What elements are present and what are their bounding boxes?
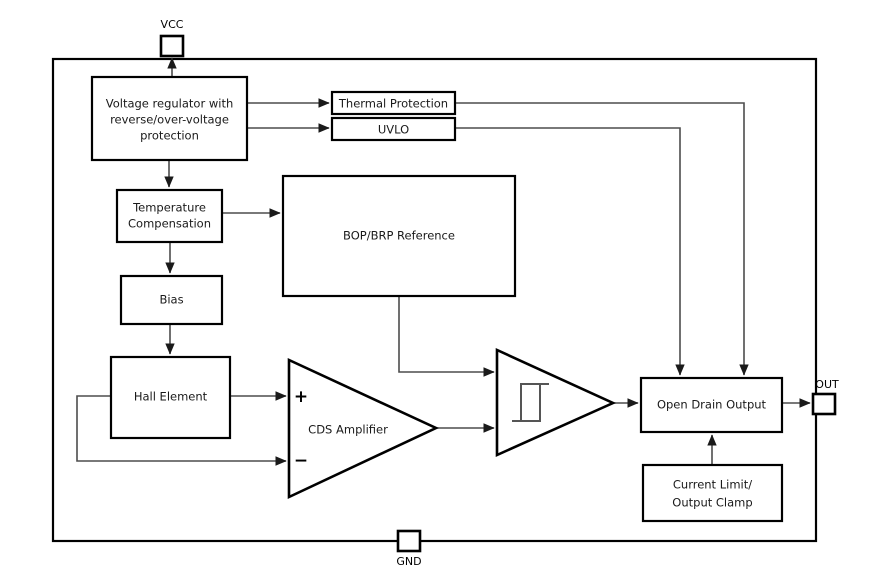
voltage-regulator-label-line2: reverse/over-voltage: [110, 113, 229, 127]
current-limit-label-line1: Current Limit/: [673, 478, 752, 492]
voltage-regulator-label-line1: Voltage regulator with: [106, 97, 234, 111]
uvlo-box[interactable]: [330, 116, 457, 142]
hall-element-box[interactable]: [109, 355, 232, 440]
wire-bop-brp-to-comparator: [398, 296, 495, 377]
temperature-compensation-box[interactable]: [115, 188, 224, 244]
block-voltage-regulator[interactable]: Voltage regulator with reverse/over-volt…: [90, 75, 249, 162]
thermal-protection-label: Thermal Protection: [338, 97, 448, 111]
wire-uvlo-to-open-drain: [455, 127, 685, 376]
bop-brp-reference-label: BOP/BRP Reference: [343, 229, 455, 243]
pad-out: OUT: [811, 378, 839, 416]
current-limit-output-clamp-box[interactable]: [641, 463, 784, 523]
current-limit-label-line2: Output Clamp: [672, 496, 752, 510]
bias-box[interactable]: [119, 274, 224, 326]
block-current-limit-output-clamp[interactable]: Current Limit/ Output Clamp: [641, 463, 784, 523]
temperature-compensation-label-line1: Temperature: [132, 201, 206, 215]
cds-amplifier-triangle[interactable]: [287, 357, 440, 500]
block-bop-brp-reference[interactable]: BOP/BRP Reference: [281, 174, 517, 298]
wire-hall-to-amp-minus: [76, 395, 287, 466]
cds-amplifier-minus-input-sign: −: [294, 451, 308, 471]
vcc-pad-square: [159, 34, 185, 58]
uvlo-label: UVLO: [378, 123, 409, 137]
amplifier-cds[interactable]: CDS Amplifier + −: [287, 357, 440, 500]
cds-amplifier-label: CDS Amplifier: [308, 423, 388, 437]
cds-amplifier-plus-input-sign: +: [294, 387, 308, 407]
temperature-compensation-label-line2: Compensation: [128, 217, 211, 231]
open-drain-output-label: Open Drain Output: [657, 398, 767, 412]
schmitt-trigger-hysteresis-icon: [512, 383, 549, 422]
vcc-pad-label: VCC: [161, 18, 184, 31]
block-open-drain-output[interactable]: Open Drain Output: [639, 376, 784, 434]
ic-outline: [51, 57, 818, 543]
block-temperature-compensation[interactable]: Temperature Compensation: [115, 188, 224, 244]
block-thermal-protection[interactable]: Thermal Protection: [330, 90, 457, 116]
gnd-pad-square: [396, 529, 422, 553]
pad-gnd: GND: [396, 529, 422, 568]
bias-label: Bias: [159, 293, 183, 307]
out-pad-square: [811, 392, 837, 416]
voltage-regulator-label-line3: protection: [140, 129, 199, 143]
amplifier-comparator[interactable]: [495, 347, 617, 458]
block-hall-element[interactable]: Hall Element: [109, 355, 232, 440]
pad-vcc: VCC: [159, 18, 185, 58]
bop-brp-reference-box[interactable]: [281, 174, 517, 298]
out-pad-label: OUT: [815, 378, 839, 391]
open-drain-output-box[interactable]: [639, 376, 784, 434]
gnd-pad-label: GND: [396, 555, 421, 568]
block-bias[interactable]: Bias: [119, 274, 224, 326]
thermal-protection-box[interactable]: [330, 90, 457, 116]
voltage-regulator-box[interactable]: [90, 75, 249, 162]
block-uvlo[interactable]: UVLO: [330, 116, 457, 142]
hall-element-label: Hall Element: [134, 390, 208, 404]
wire-thermal-to-open-drain: [455, 102, 749, 376]
comparator-triangle[interactable]: [495, 347, 617, 458]
